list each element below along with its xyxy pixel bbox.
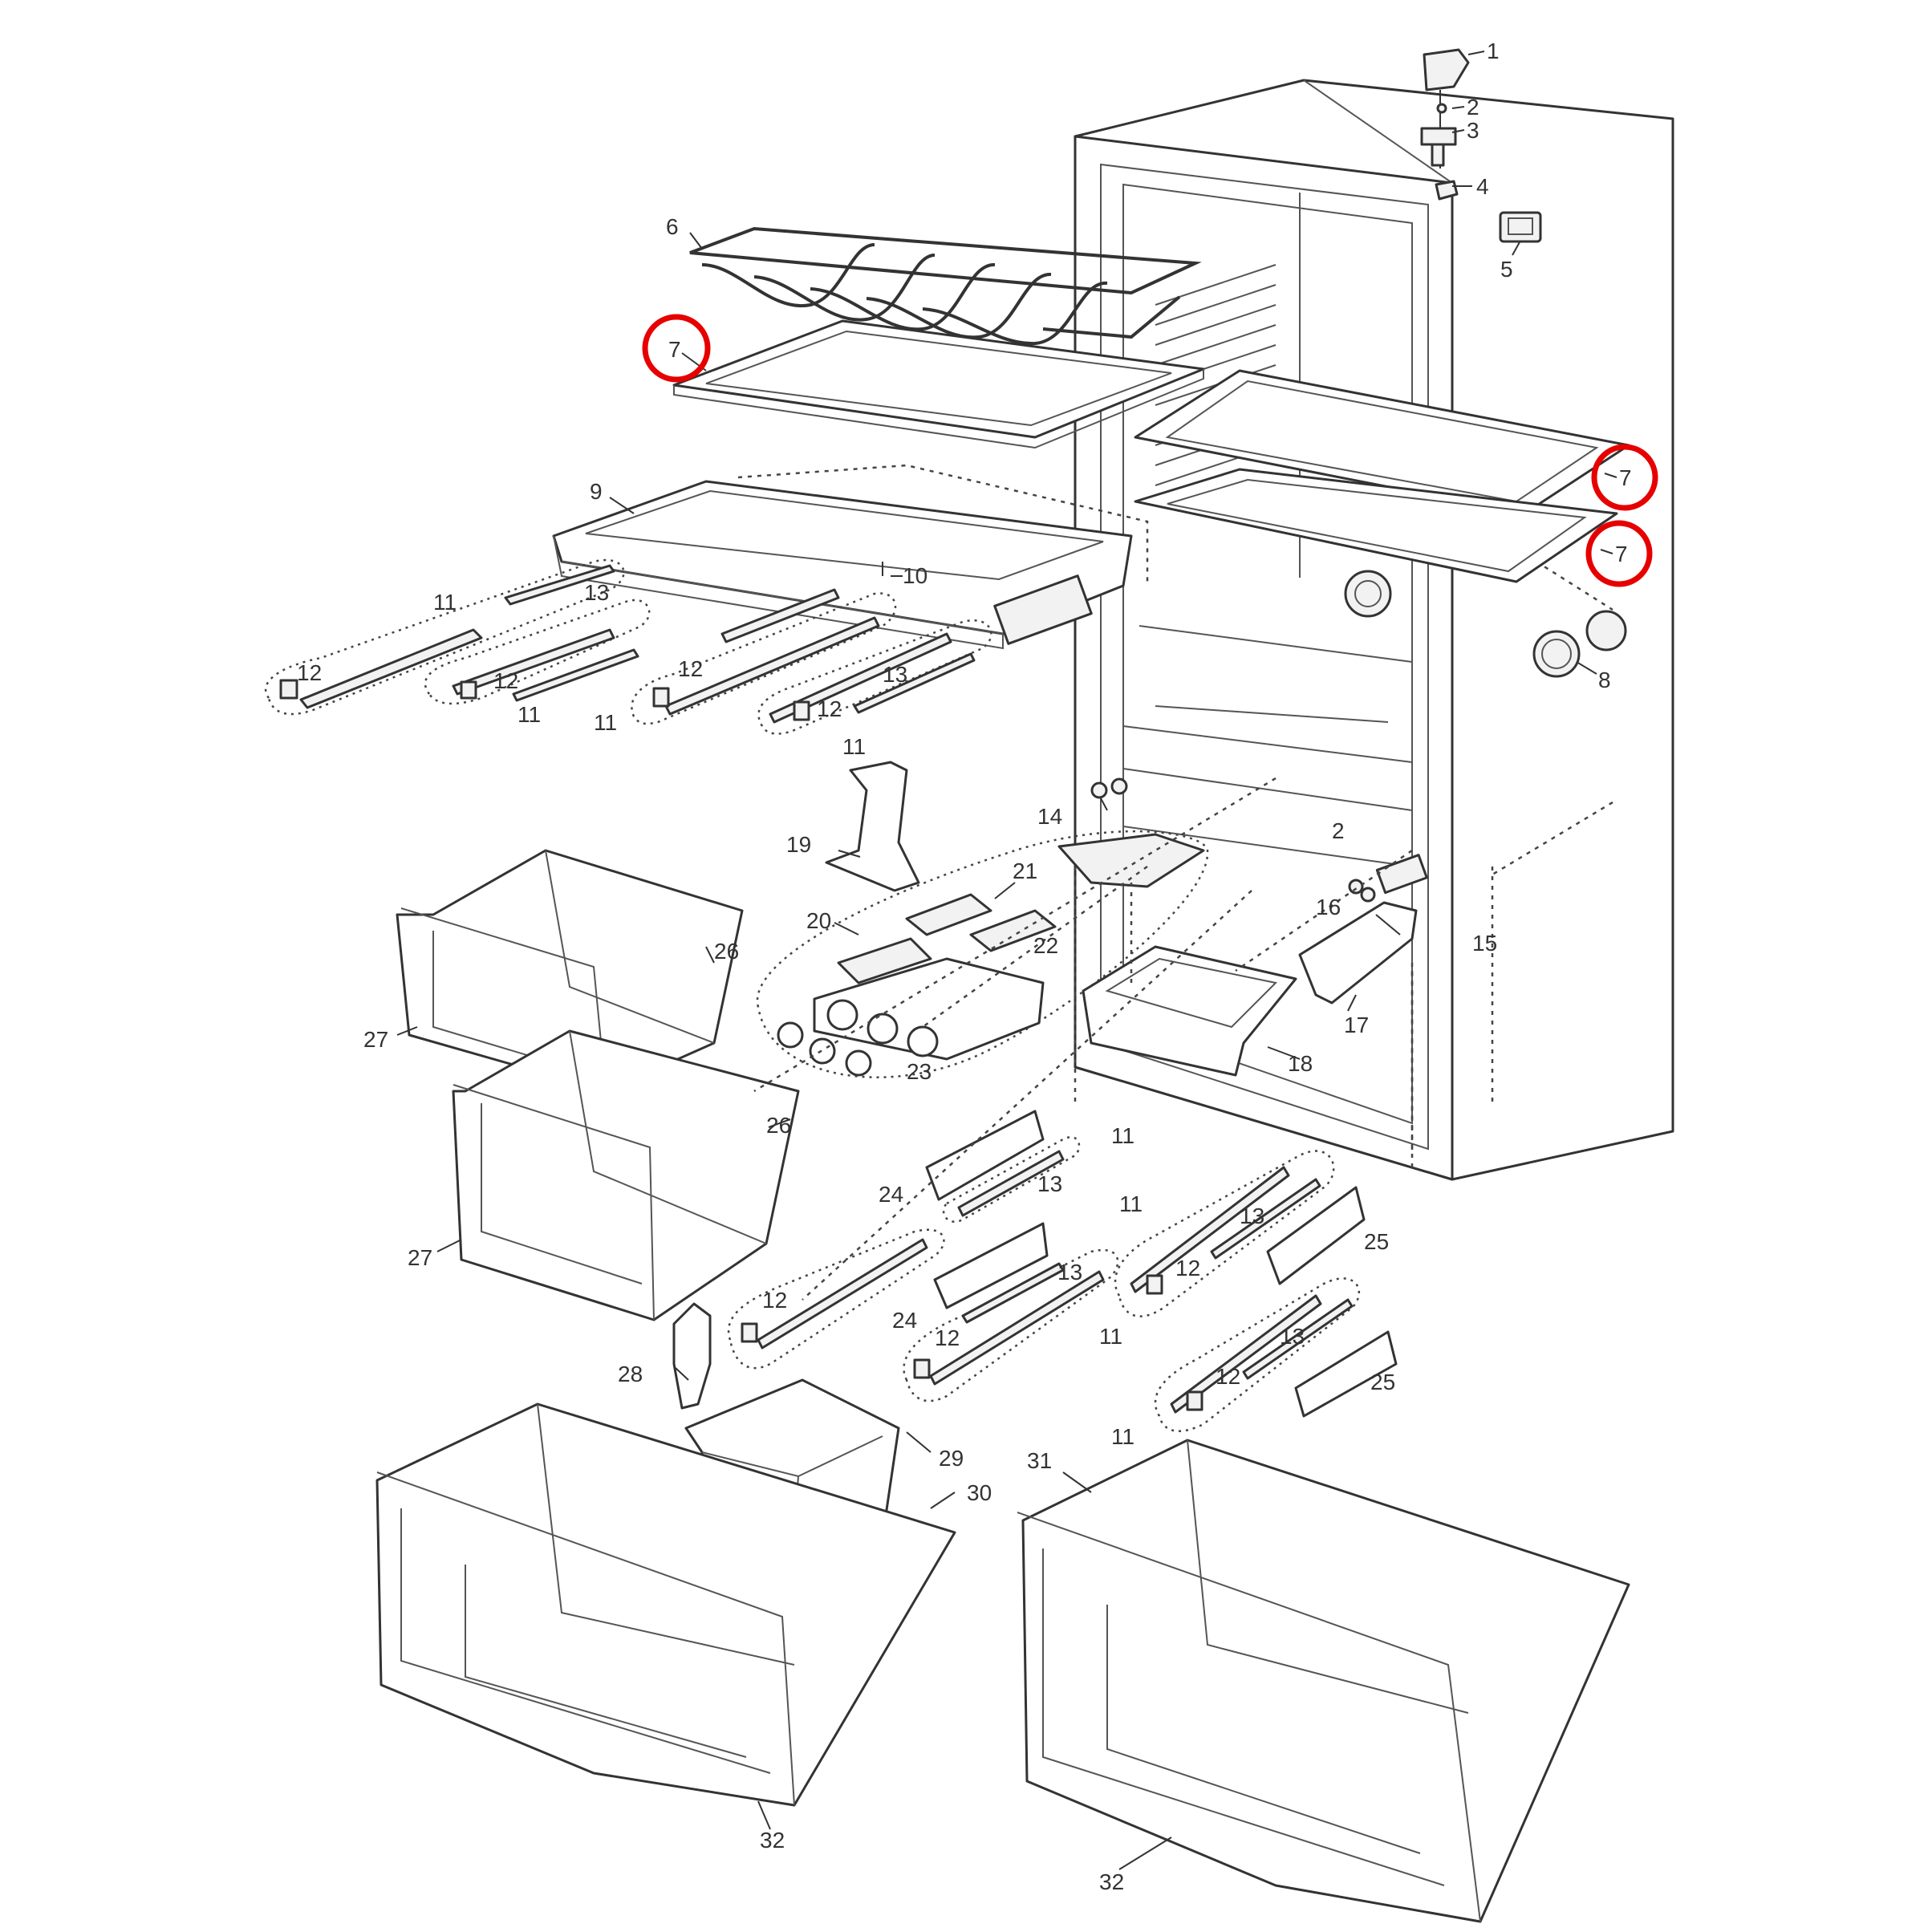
callout-7-right-lower: 7 xyxy=(1615,542,1628,566)
callout-24-lower: 24 xyxy=(892,1308,917,1333)
rail-group-right-2 xyxy=(1154,1277,1361,1432)
callout-26-lower: 26 xyxy=(766,1113,791,1138)
callout-11-a: 11 xyxy=(433,590,457,615)
wine-rack xyxy=(689,226,1202,346)
callout-30: 30 xyxy=(967,1480,992,1505)
callout-24-upper: 24 xyxy=(879,1182,903,1207)
door-rack-24-lower xyxy=(933,1222,1049,1309)
leader-lines xyxy=(396,51,1617,1870)
rail-group-right-1 xyxy=(1114,1150,1335,1317)
callout-12-a: 12 xyxy=(297,660,322,685)
chiller-drawer xyxy=(1082,945,1297,1077)
glass-shelf-left xyxy=(672,319,1205,449)
callout-25-upper: 25 xyxy=(1364,1229,1389,1254)
callout-13-e: 13 xyxy=(1240,1203,1264,1228)
drawer-slide xyxy=(1298,901,1418,1005)
callout-18: 18 xyxy=(1288,1051,1313,1076)
callout-1: 1 xyxy=(1487,39,1500,63)
callout-11-e: 11 xyxy=(1111,1123,1134,1148)
callout-19: 19 xyxy=(786,832,811,857)
callout-29: 29 xyxy=(939,1446,964,1471)
top-hinge-assembly xyxy=(1420,48,1470,201)
highlight-circle-right-lower xyxy=(1585,520,1653,587)
callout-16: 16 xyxy=(1316,895,1341,919)
door-rack-25-lower xyxy=(1294,1330,1398,1418)
rail-group-mid-1 xyxy=(942,1136,1081,1223)
callout-11-h: 11 xyxy=(1111,1424,1134,1449)
callout-7-right-upper: 7 xyxy=(1619,465,1632,490)
assembly-guide-lines xyxy=(753,777,1414,1301)
callout-12-h: 12 xyxy=(1216,1364,1240,1389)
callout-13-b: 13 xyxy=(883,662,907,687)
callout-12-d: 12 xyxy=(817,696,842,721)
callout-10: 10 xyxy=(903,563,927,588)
callout-25-lower: 25 xyxy=(1370,1370,1395,1394)
rail-group-top-1 xyxy=(264,558,625,716)
callout-21: 21 xyxy=(1013,858,1037,883)
callout-6: 6 xyxy=(666,214,679,239)
part-5-bracket xyxy=(1499,211,1542,243)
callout-9: 9 xyxy=(590,479,603,504)
callout-27-lower: 27 xyxy=(408,1245,432,1270)
rail-group-mid-3 xyxy=(903,1248,1119,1402)
rail-group-top-4 xyxy=(757,619,992,735)
callout-14: 14 xyxy=(1037,804,1062,829)
door-rack-24-upper xyxy=(925,1110,1045,1201)
air-filter xyxy=(1532,610,1627,678)
callout-8: 8 xyxy=(1598,668,1611,692)
ice-tray-group xyxy=(756,830,1209,1078)
callout-12-c: 12 xyxy=(678,656,703,681)
callout-11-f: 11 xyxy=(1119,1191,1143,1216)
callout-2-lower: 2 xyxy=(1332,818,1345,843)
door-rack-25-upper xyxy=(1266,1186,1366,1285)
stand-support xyxy=(825,761,920,892)
callout-15: 15 xyxy=(1472,931,1497,956)
callout-labels: 1 2 3 4 5 6 7 7 7 8 9 10 11 11 11 11 11 … xyxy=(297,39,1632,1894)
callout-11-d: 11 xyxy=(842,734,866,759)
callout-12-e: 12 xyxy=(762,1288,787,1313)
callout-13-c: 13 xyxy=(1037,1171,1062,1196)
callout-11-g: 11 xyxy=(1099,1324,1122,1349)
rail-group-top-3 xyxy=(631,588,897,725)
fan-vent xyxy=(1344,570,1392,618)
highlight-circle-left xyxy=(642,314,711,383)
clip xyxy=(672,1302,712,1410)
crisper-lower xyxy=(452,1029,800,1321)
callout-20: 20 xyxy=(806,908,831,933)
callout-17: 17 xyxy=(1344,1013,1369,1037)
callout-11-b: 11 xyxy=(518,702,541,727)
highlight-circles xyxy=(642,314,1658,587)
large-drawer-right xyxy=(1017,1439,1630,1923)
callout-28: 28 xyxy=(618,1362,643,1386)
callout-4: 4 xyxy=(1476,174,1489,199)
callout-12-b: 12 xyxy=(493,668,518,693)
damper-controls xyxy=(1090,777,1428,903)
callout-27-upper: 27 xyxy=(363,1027,388,1052)
callout-5: 5 xyxy=(1500,257,1513,282)
callout-13-f: 13 xyxy=(1280,1324,1305,1349)
callout-13-d: 13 xyxy=(1057,1260,1082,1285)
callout-12-f: 12 xyxy=(935,1325,960,1350)
callout-22: 22 xyxy=(1033,933,1058,958)
callout-12-g: 12 xyxy=(1175,1256,1200,1281)
highlight-circle-right-upper xyxy=(1591,444,1658,511)
shelf-frame xyxy=(552,480,1133,650)
callout-11-c: 11 xyxy=(594,710,617,735)
callout-3: 3 xyxy=(1467,118,1479,143)
callout-23: 23 xyxy=(907,1059,932,1084)
callout-32-right: 32 xyxy=(1099,1869,1124,1894)
rail-group-mid-2 xyxy=(727,1228,945,1370)
callout-2: 2 xyxy=(1467,95,1479,120)
callout-26-upper: 26 xyxy=(714,939,739,964)
callout-32-left: 32 xyxy=(760,1828,785,1853)
large-drawer-left xyxy=(375,1402,956,1807)
rail-group-top-2 xyxy=(424,599,651,705)
callout-13-a: 13 xyxy=(584,580,609,605)
callout-31: 31 xyxy=(1027,1448,1052,1473)
callout-7-left: 7 xyxy=(668,337,681,362)
glass-shelf-right-lower xyxy=(1134,468,1618,583)
